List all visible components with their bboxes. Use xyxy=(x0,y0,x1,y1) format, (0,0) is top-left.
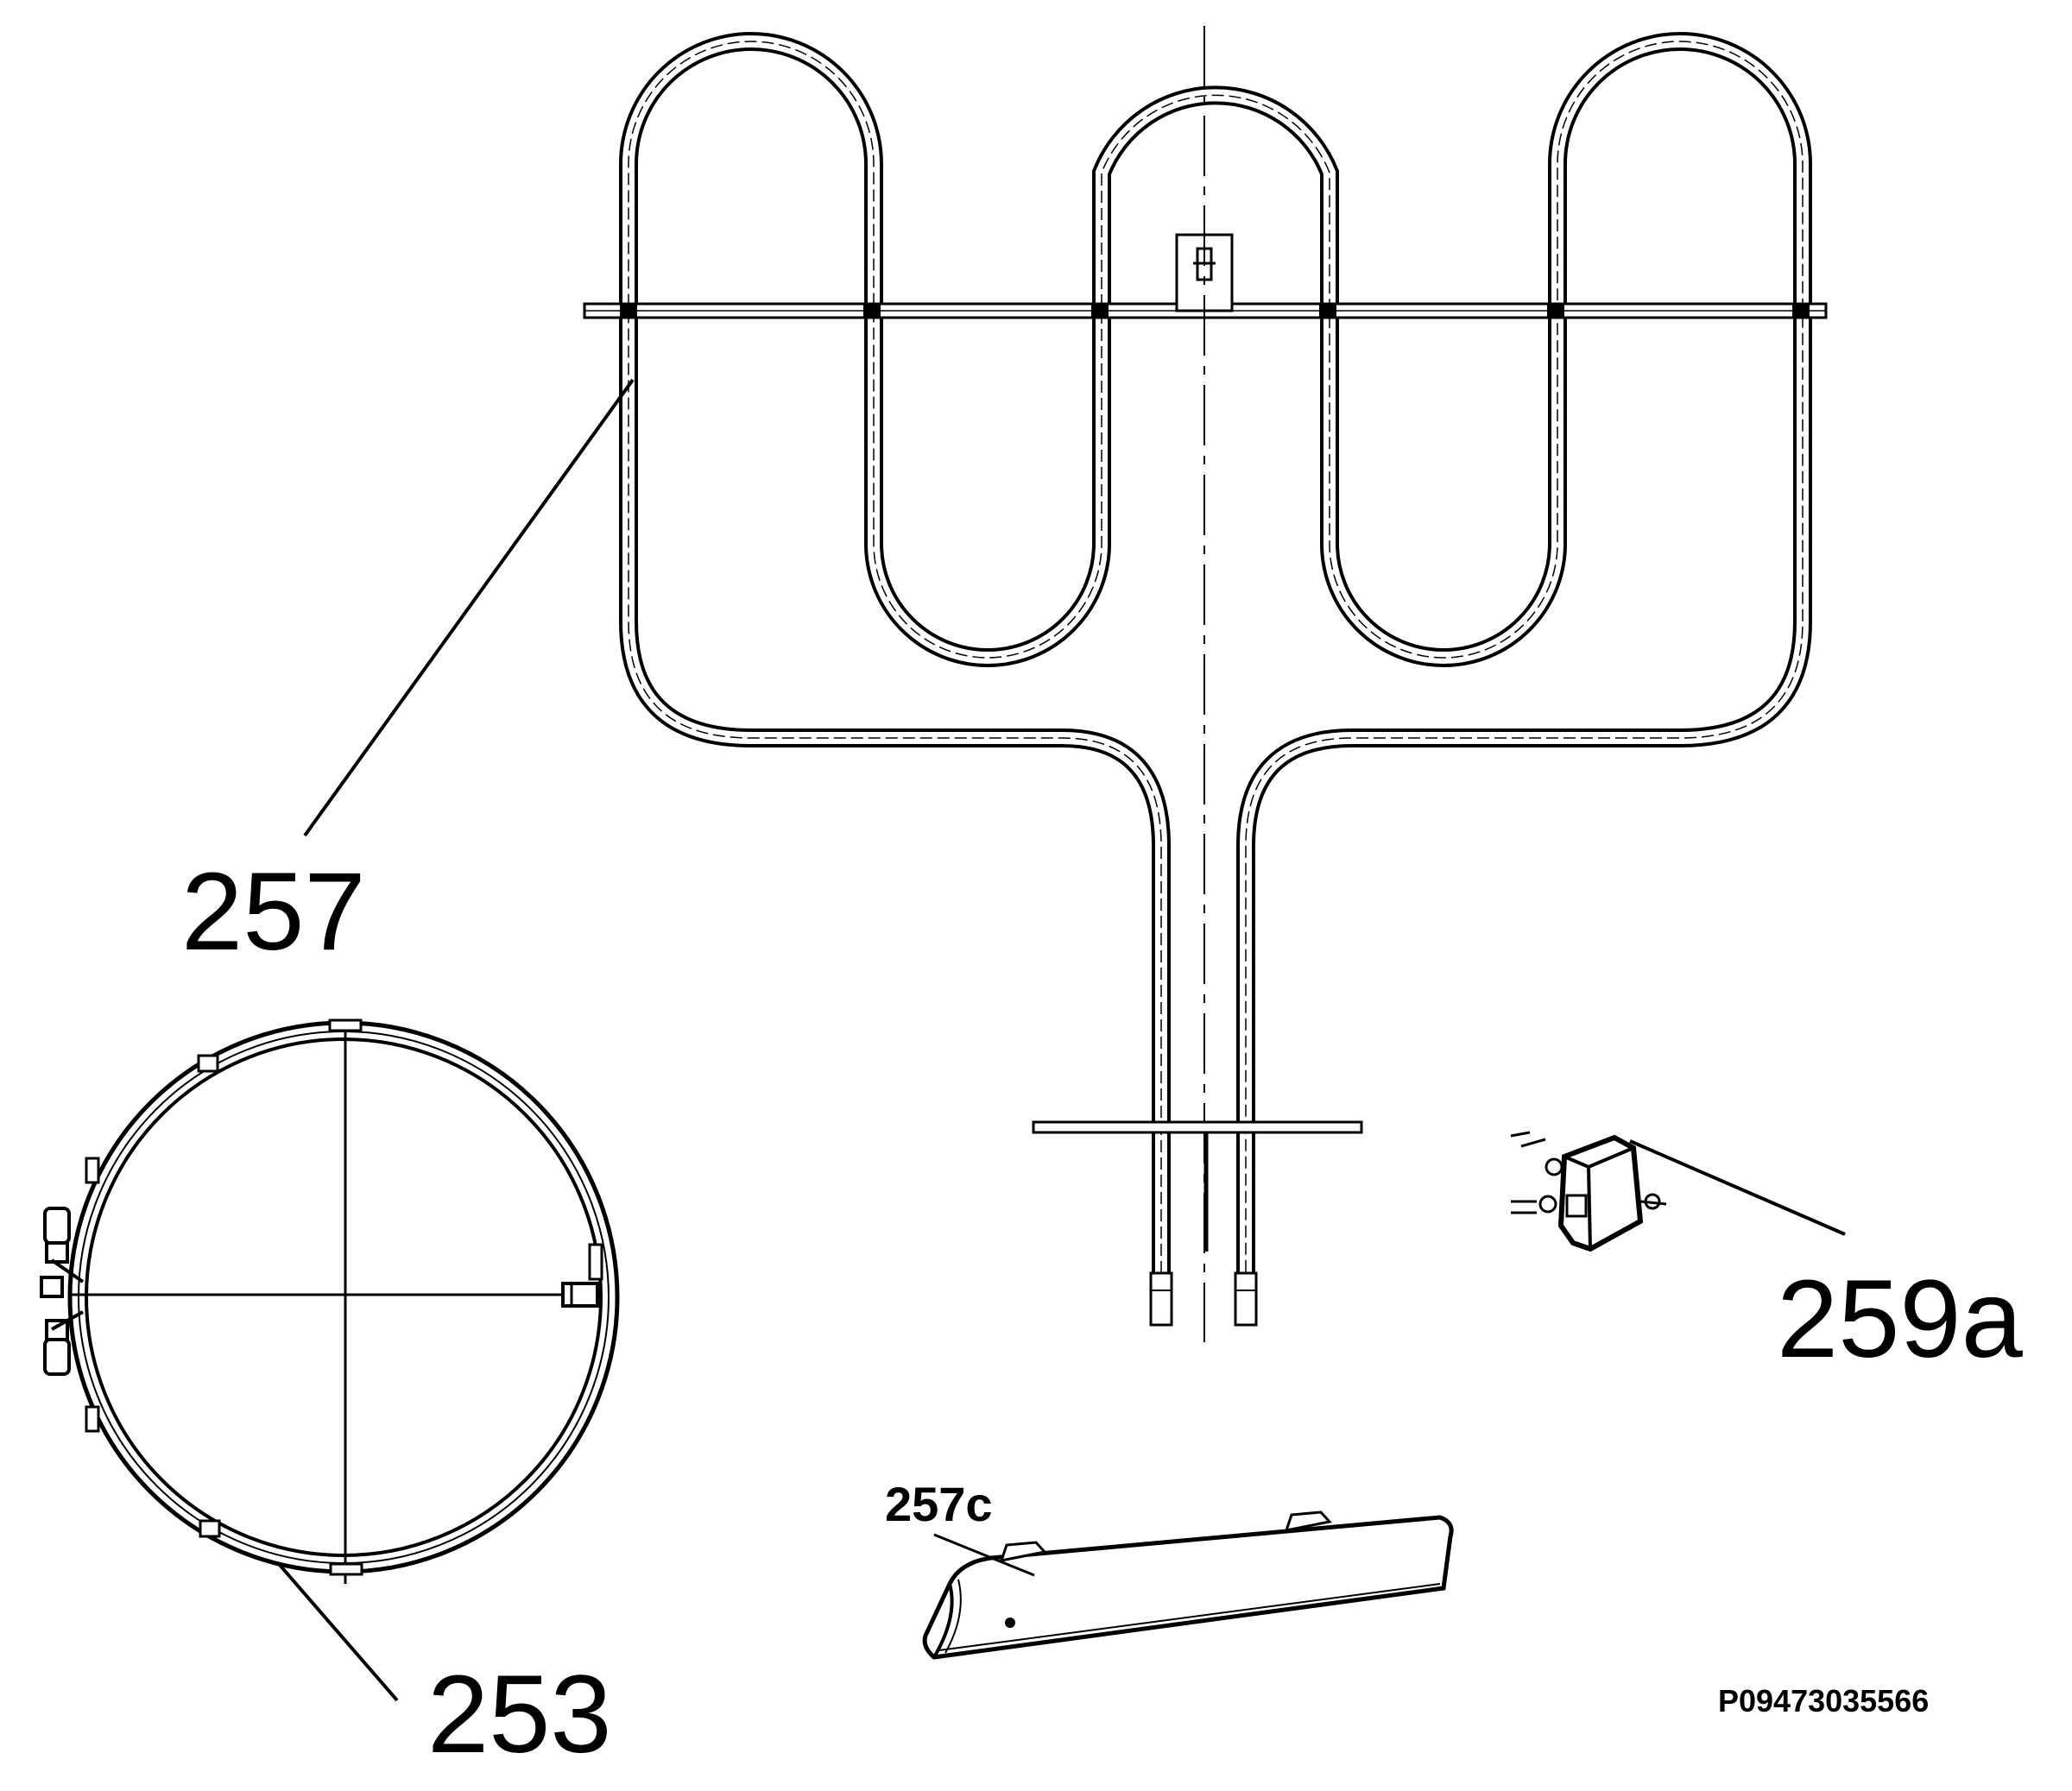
label-257c: 257c xyxy=(885,1477,993,1531)
cover-front-edge xyxy=(932,1583,954,1659)
mounting-plate xyxy=(1032,1120,1363,1134)
ring-heating-element[interactable] xyxy=(40,1018,620,1584)
cover-hole xyxy=(1005,1618,1015,1628)
drawing-code: P09473035566 xyxy=(1718,1683,1929,1718)
ring-terminals-left xyxy=(40,1207,85,1376)
label-257: 257 xyxy=(181,850,366,974)
thermostat-body xyxy=(1557,1134,1644,1252)
cover-part[interactable] xyxy=(922,1510,1454,1660)
ring-outer xyxy=(67,1020,620,1574)
ring-terminal-right xyxy=(561,1282,599,1308)
ring-clips xyxy=(85,1018,603,1576)
ring-inner xyxy=(85,1037,603,1557)
label-253: 253 xyxy=(427,1653,612,1776)
thermostat-part[interactable] xyxy=(1510,1131,1667,1252)
ring-middle xyxy=(78,1031,610,1564)
leader-257c xyxy=(933,1533,1035,1577)
heating-tube-centerline xyxy=(628,41,1804,1325)
leader-253 xyxy=(277,1562,399,1702)
cover-body xyxy=(922,1515,1454,1660)
label-259a: 259a xyxy=(1777,1258,2024,1381)
terminal-end-right xyxy=(1234,1271,1258,1327)
cover-tabs xyxy=(999,1510,1332,1562)
terminal-end-left xyxy=(1149,1271,1173,1327)
thermostat-pins xyxy=(1510,1131,1667,1214)
leader-259a xyxy=(1629,1139,1846,1236)
bar-clips xyxy=(620,305,1810,317)
leader-257 xyxy=(303,378,635,837)
grill-heating-element[interactable] xyxy=(583,26,1828,1342)
